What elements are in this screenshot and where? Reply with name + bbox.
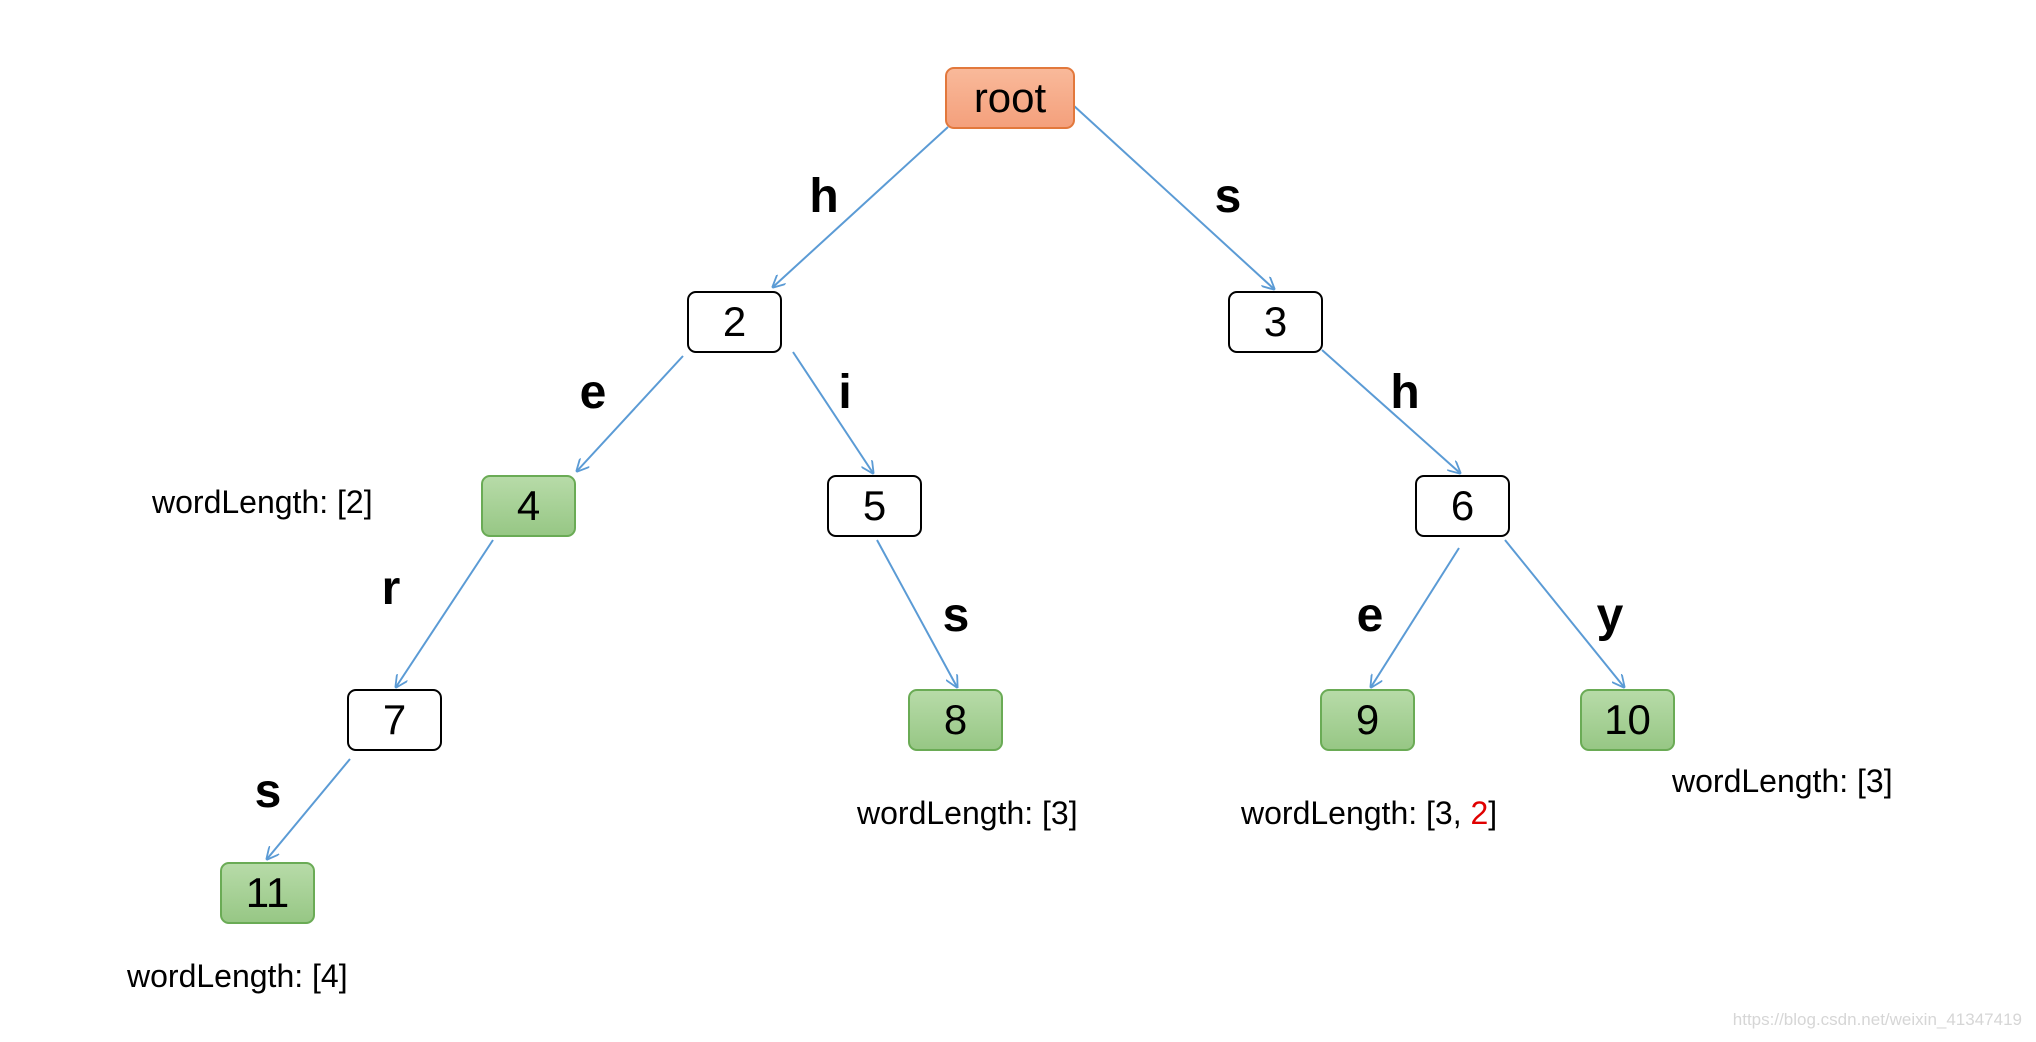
trie-node-root: root	[945, 67, 1075, 129]
word-length-annotation-11: wordLength: [4]	[127, 958, 348, 994]
word-length-annotation-9: wordLength: [3, 2]	[1241, 797, 1497, 829]
edge-root-2	[773, 126, 949, 287]
edge-label-5-8: s	[942, 589, 970, 642]
word-length-annotation-9-highlight: 2	[1470, 795, 1489, 831]
edge-5-8	[876, 539, 957, 687]
trie-node-6: 6	[1415, 475, 1510, 537]
edge-root-3	[1072, 104, 1274, 289]
edge-2-5	[792, 351, 873, 473]
word-length-annotation-10: wordLength: [3]	[1672, 763, 1893, 799]
edge-label-2-4: e	[579, 366, 607, 419]
edge-label-2-5: i	[838, 366, 852, 419]
edge-label-root-3: s	[1214, 170, 1242, 223]
edges-layer	[267, 104, 1624, 859]
trie-node-11: 11	[220, 862, 315, 924]
trie-node-8: 8	[908, 689, 1003, 751]
edge-label-3-6: h	[1390, 366, 1420, 419]
edge-label-7-11: s	[254, 765, 282, 818]
watermark-text: https://blog.csdn.net/weixin_41347419	[1732, 1010, 2022, 1029]
edge-6-9	[1371, 547, 1460, 687]
edge-label-4-7: r	[381, 562, 401, 615]
edge-label-root-2: h	[809, 170, 839, 223]
word-length-annotation-4: wordLength: [2]	[152, 484, 373, 520]
edge-3-6	[1321, 349, 1460, 473]
trie-node-4: 4	[481, 475, 576, 537]
trie-node-5: 5	[827, 475, 922, 537]
trie-node-10: 10	[1580, 689, 1675, 751]
word-length-annotation-9-suffix: ]	[1488, 795, 1498, 831]
trie-node-7: 7	[347, 689, 442, 751]
edge-4-7	[396, 539, 494, 687]
word-length-annotation-9-prefix: wordLength: [3,	[1241, 795, 1471, 831]
edge-6-10	[1504, 539, 1624, 687]
trie-node-3: 3	[1228, 291, 1323, 353]
trie-node-9: 9	[1320, 689, 1415, 751]
edge-7-11	[267, 758, 351, 859]
word-length-annotation-8: wordLength: [3]	[857, 795, 1078, 831]
trie-node-2: 2	[687, 291, 782, 353]
edge-label-6-10: y	[1596, 589, 1624, 642]
edge-2-4	[577, 355, 684, 471]
edge-label-6-9: e	[1356, 589, 1384, 642]
